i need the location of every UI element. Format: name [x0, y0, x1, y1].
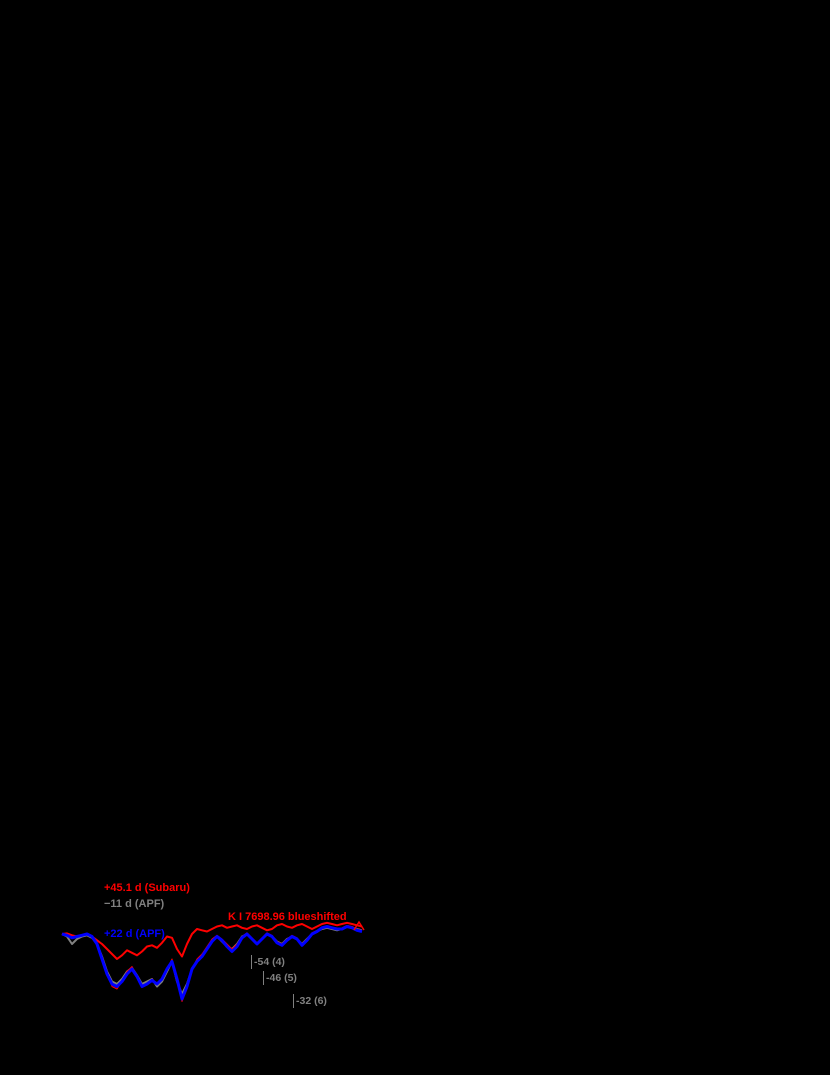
velocity-marker-3: -32 (6): [293, 994, 327, 1008]
spectrum-lines: [61, 921, 363, 1002]
velocity-marker-label: -54 (4): [254, 955, 285, 968]
marker-tick: [293, 994, 294, 1008]
velocity-marker-label: -46 (5): [266, 971, 297, 984]
spectrum-line: [61, 925, 363, 1001]
legend-apf-minus11: −11 d (APF): [104, 898, 165, 910]
ki-line-annotation: K I 7698.96 blueshifted: [228, 911, 347, 923]
legend-apf-plus22: +22 d (APF): [104, 928, 165, 940]
velocity-marker-label: -32 (6): [296, 994, 327, 1007]
velocity-marker-2: -46 (5): [263, 971, 297, 985]
marker-tick: [251, 955, 252, 969]
velocity-marker-1: -54 (4): [251, 955, 285, 969]
legend-subaru: +45.1 d (Subaru): [104, 882, 190, 894]
marker-tick: [263, 971, 264, 985]
ki-arrow-icon: [353, 920, 365, 931]
spectrum-line: [61, 921, 363, 960]
